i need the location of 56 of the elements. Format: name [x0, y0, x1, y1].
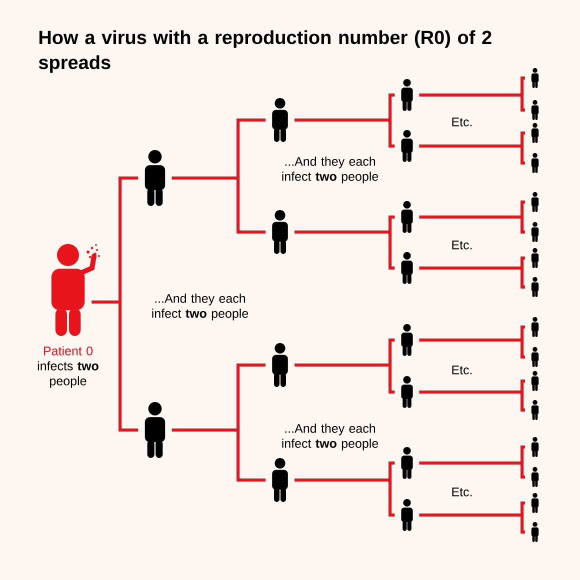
connector-line [419, 144, 525, 164]
person-figure [401, 324, 413, 356]
person-figure [531, 277, 539, 297]
node-caption: Patient 0 [44, 346, 93, 356]
person-figure [272, 343, 288, 387]
person-figure [401, 130, 413, 162]
person-figure [401, 201, 413, 233]
connector-line [92, 300, 138, 432]
connector-line [419, 390, 525, 412]
person-figure [531, 400, 539, 420]
person-figure [144, 402, 166, 458]
person-figure [531, 522, 539, 542]
person-figure [531, 192, 539, 212]
person-figure [272, 458, 288, 502]
person-figure [531, 347, 539, 367]
note-text: Etc. [452, 366, 472, 374]
person-figure [401, 499, 413, 531]
person-figure [531, 153, 539, 173]
person-figure [531, 248, 539, 268]
connector-line [172, 176, 266, 234]
note-text: ...And they each infect two people [282, 424, 378, 450]
node-caption: infects two people [38, 361, 98, 388]
person-figure [401, 447, 413, 479]
person-figure [531, 317, 539, 337]
connector-line [419, 514, 525, 534]
connector-line [419, 462, 525, 478]
person-figure [531, 371, 539, 391]
person-figure [401, 252, 413, 284]
person-figure [531, 100, 539, 120]
title: How a virus with a reproduction number (R0) of 2 spreads [38, 30, 492, 73]
person-figure [531, 437, 539, 457]
connector-line [419, 266, 525, 288]
person-figure [401, 376, 413, 408]
connector-line [419, 94, 525, 112]
person-figure [401, 79, 413, 111]
note-text: Etc. [452, 488, 472, 496]
person-figure [531, 493, 539, 513]
connector-line [419, 338, 525, 358]
person-figure [144, 150, 166, 206]
note-text: ...And they each infect two people [152, 294, 248, 320]
note-text: Etc. [452, 240, 472, 250]
person-figure [272, 98, 288, 142]
person-figure [272, 210, 288, 254]
note-text: ...And they each infect two people [282, 156, 378, 184]
connector-line [419, 216, 525, 234]
person-figure [531, 68, 539, 88]
note-text: Etc. [452, 118, 472, 126]
connector-line [294, 230, 395, 270]
connector-line [294, 478, 395, 516]
person-figure [531, 123, 539, 143]
connector-line [172, 428, 266, 482]
person-figure [531, 222, 539, 242]
coughing-person-drawing [51, 244, 100, 336]
connector-line [294, 364, 395, 394]
person-figure [531, 467, 539, 487]
connector-line [294, 118, 395, 148]
